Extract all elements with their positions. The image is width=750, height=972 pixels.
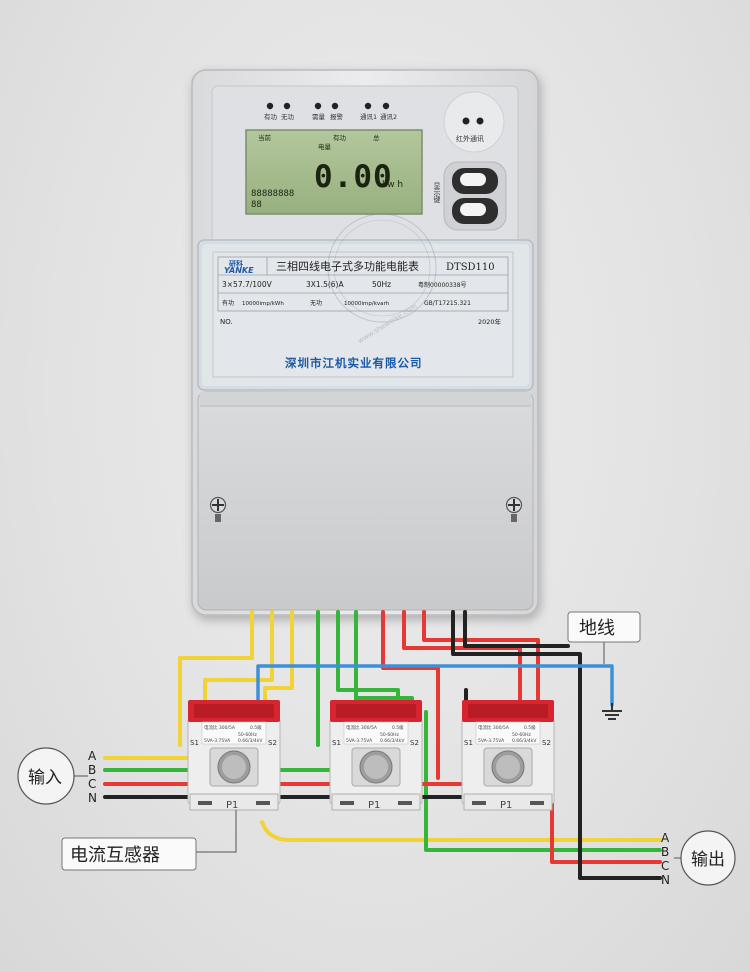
- spec-current: 3X1.5(6)A: [306, 280, 344, 289]
- output-phase-b: B: [661, 845, 669, 859]
- ct-plate-burden: 5VA-3.75VA: [204, 738, 231, 744]
- wire-a-output: [260, 820, 662, 842]
- ct-plate-burden: 5VA-3.75VA: [478, 738, 505, 744]
- ct-plate-accuracy: 0.5级: [392, 724, 404, 731]
- reactive-constant: 10000imp/kvarh: [344, 301, 390, 307]
- indicator-label-comm1: 通讯1: [360, 112, 377, 121]
- wire-c-meter-2: [402, 610, 522, 707]
- ct-terminal-s1: S1: [190, 739, 199, 747]
- lcd-label-current: 当前: [258, 133, 272, 142]
- ct-p1-mark: P1: [500, 800, 512, 811]
- lcd-value: 0.00: [314, 159, 393, 195]
- wire-c-meter-3: [422, 610, 540, 707]
- ct-plate-accuracy: 0.5级: [250, 724, 262, 731]
- ct-plate-frequency: 50-60Hz: [380, 732, 399, 738]
- seal-screw-left: [209, 496, 227, 522]
- ct-plate-frequency: 50-60Hz: [238, 732, 257, 738]
- infrared-port: [443, 91, 505, 153]
- ct-plate-ratio: 电流比 300/5A: [478, 724, 510, 731]
- lcd-unit: kw h: [382, 180, 403, 190]
- ct-plate-accuracy: 0.5级: [524, 724, 536, 731]
- input-phase-c: C: [88, 777, 96, 791]
- input-label: 输入: [28, 768, 62, 788]
- lcd-label-total: 总: [373, 133, 380, 142]
- infrared-label: 红外通讯: [456, 134, 484, 143]
- manufacture-year: 2020年: [478, 317, 502, 326]
- standard-number: GB/T17215.321: [424, 300, 471, 307]
- output-phase-a: A: [661, 831, 670, 845]
- ground-label: 地线: [579, 618, 615, 639]
- ground-label-box: [567, 611, 641, 643]
- ct-plate-voltage: 0.66/3/4kV: [380, 738, 405, 744]
- nameplate: [212, 251, 514, 378]
- ct-terminal-s2: S2: [410, 739, 419, 747]
- lcd-label-energy: 电量: [318, 142, 332, 151]
- output-phase-c: C: [661, 859, 669, 873]
- output-phase-n: N: [661, 873, 670, 887]
- wire-n-meter: [451, 610, 662, 880]
- input-phase-n: N: [88, 791, 97, 805]
- wire-a-meter-to-ct1-s1: [178, 610, 254, 747]
- indicator-label-demand: 需量: [312, 113, 326, 121]
- brand-cn: 研科: [229, 259, 243, 268]
- ct-p1-mark: P1: [226, 800, 238, 811]
- terminal-cover: [197, 391, 534, 611]
- ct-plate-burden: 5VA-3.75VA: [346, 738, 373, 744]
- ct-terminal-s1: S1: [332, 739, 341, 747]
- wire-ground: [256, 664, 614, 714]
- indicator-label-active: 有功: [264, 112, 278, 121]
- ct-plate-frequency: 50-60Hz: [512, 732, 531, 738]
- meter-model: DTSD110: [446, 262, 495, 273]
- display-button-label: 显示键: [433, 182, 441, 204]
- output-label-circle: [680, 830, 736, 886]
- ground-symbol-icon: [602, 703, 622, 720]
- lcd-label-active: 有功: [333, 133, 347, 142]
- spec-voltage: 3×57.7/100V: [222, 280, 273, 289]
- meter-title: 三相四线电子式多功能电能表: [276, 259, 419, 273]
- input-phase-b: B: [88, 763, 96, 777]
- reactive-label: 无功: [310, 299, 322, 307]
- output-label: 输出: [691, 850, 725, 870]
- spec-frequency: 50Hz: [372, 280, 391, 289]
- ct-label: 电流互感器: [70, 845, 160, 866]
- lcd-digits-row2: 88: [251, 200, 262, 210]
- lcd-digits-row1: 88888888: [251, 189, 294, 199]
- wire-c-output: [550, 766, 662, 864]
- indicator-label-reactive: 无功: [281, 113, 295, 121]
- lcd-display: [245, 129, 423, 215]
- ct-terminal-s1: S1: [464, 739, 473, 747]
- active-label: 有功: [222, 299, 234, 307]
- active-constant: 10000imp/kWh: [242, 301, 284, 307]
- wire-c-meter-1: [381, 610, 440, 780]
- wire-n-meter-2: [463, 610, 570, 648]
- ct-p1-mark: P1: [368, 800, 380, 811]
- ct-label-box: [61, 837, 197, 871]
- ct-plate-voltage: 0.66/3/4kV: [238, 738, 263, 744]
- company-name: 深圳市江机实业有限公司: [285, 356, 423, 370]
- ct-plate-voltage: 0.66/3/4kV: [512, 738, 537, 744]
- wire-c-input: [103, 760, 508, 786]
- ct-terminal-s2: S2: [542, 739, 551, 747]
- ct-plate-ratio: 电流比 300/5A: [204, 724, 236, 731]
- indicator-label-alarm: 报警: [330, 112, 344, 121]
- wire-a-meter-to-ct1-s2: [203, 610, 274, 707]
- ct-terminal-s2: S2: [268, 739, 277, 747]
- ct-plate-ratio: 电流比 300/5A: [346, 724, 378, 731]
- seal-screw-right: [505, 496, 523, 522]
- certification: 粤制00000338号: [418, 281, 467, 289]
- wire-a-meter-voltage: [263, 610, 294, 707]
- serial-label: NO.: [220, 318, 233, 326]
- indicator-lights: [266, 102, 390, 110]
- wire-b-meter-2: [336, 610, 400, 707]
- brand-logo: YANKE: [224, 266, 254, 275]
- input-phase-a: A: [88, 749, 97, 763]
- indicator-label-comm2: 通讯2: [380, 112, 397, 121]
